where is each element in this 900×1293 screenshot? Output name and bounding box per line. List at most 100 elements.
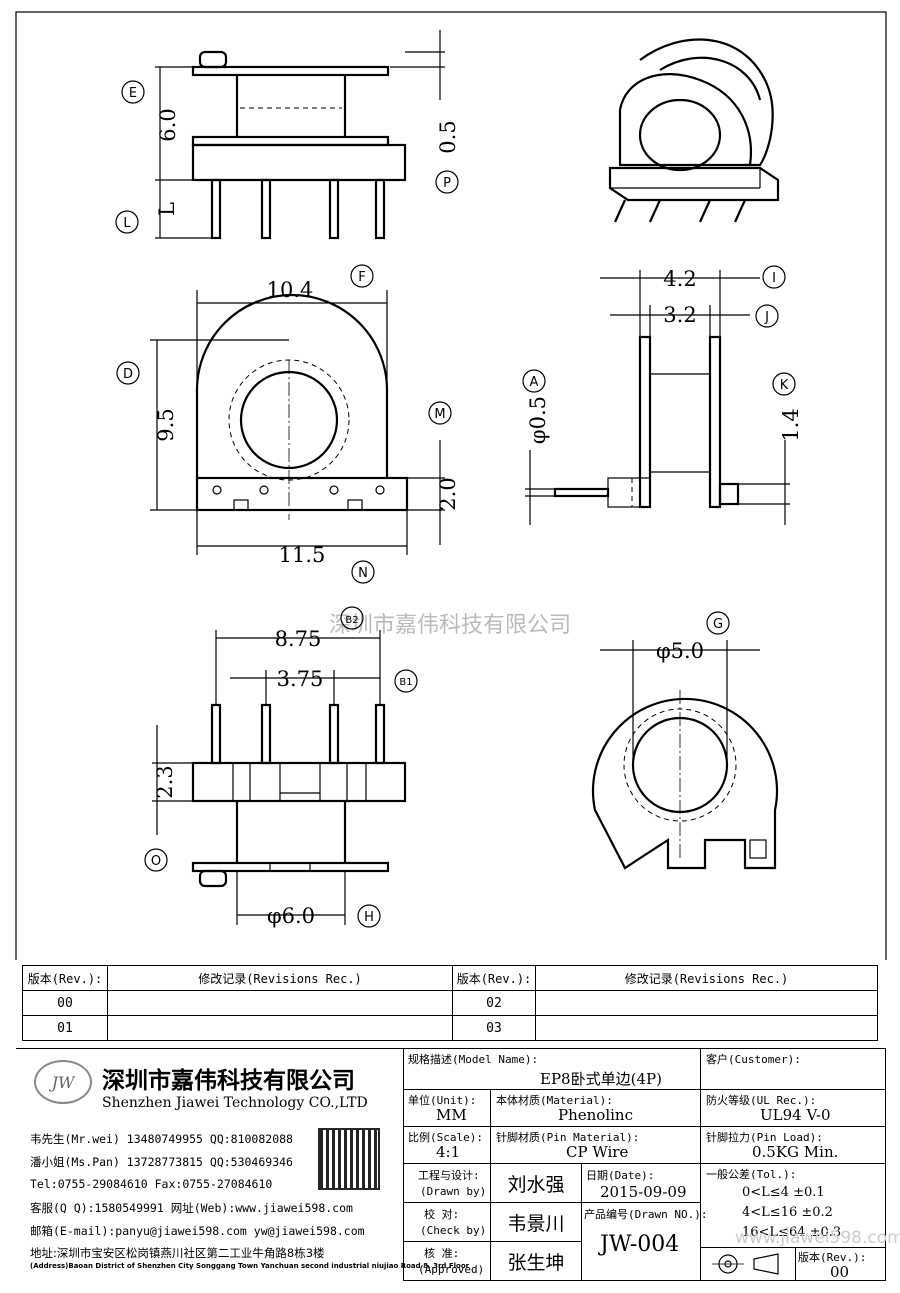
isometric-view — [608, 38, 780, 223]
date-value: 2015-09-09 — [600, 1183, 687, 1201]
model-label: 规格描述(Model Name): — [408, 1053, 539, 1066]
rec-header-left: 修改记录(Revisions Rec.) — [107, 965, 453, 991]
scale-label: 比例(Scale): — [408, 1131, 483, 1144]
drawn-no-label: 产品编号(Drawn NO.): — [584, 1208, 708, 1221]
dim-e: 6.0 — [156, 108, 180, 141]
appr-sub: (Approved) — [418, 1263, 485, 1276]
drawn-label: 工程与设计: — [418, 1169, 480, 1182]
callout-k: K — [772, 372, 796, 396]
pin-mat-label: 针脚材质(Pin Material): — [496, 1131, 640, 1144]
callout-b1: B1 — [394, 669, 418, 693]
dim-g: φ5.0 — [656, 639, 704, 663]
web-watermark: www.jiawei598.com — [735, 1228, 900, 1248]
dim-j: 3.2 — [663, 303, 696, 327]
dim-m: 2.0 — [436, 477, 460, 510]
customer-label: 客户(Customer): — [706, 1053, 801, 1066]
callout-d: D — [116, 361, 140, 385]
section-view — [525, 270, 790, 525]
svg-text:J: J — [764, 310, 769, 325]
rec-cell — [107, 990, 453, 1016]
svg-text:B1: B1 — [399, 677, 412, 688]
svg-text:A: A — [530, 375, 539, 390]
watermark-text: 深圳市嘉伟科技有限公司 — [329, 613, 571, 638]
rev-header-right: 版本(Rev.): — [452, 965, 536, 991]
date-label: 日期(Date): — [586, 1169, 655, 1182]
tolerance-line: 4<L≤16 ±0.2 — [742, 1205, 833, 1220]
callout-e: E — [121, 80, 145, 104]
svg-text:K: K — [780, 378, 789, 393]
dim-l: L — [155, 202, 179, 216]
svg-text:G: G — [713, 617, 723, 632]
rev-cell: 02 — [452, 990, 536, 1016]
dim-p: 0.5 — [436, 120, 460, 153]
callout-b2: B2 — [340, 606, 364, 630]
svg-text:N: N — [358, 566, 368, 581]
callout-o: O — [144, 848, 168, 872]
rev-header-left: 版本(Rev.): — [22, 965, 108, 991]
projection-cell — [700, 1247, 796, 1281]
rev-cell: 00 — [22, 990, 108, 1016]
contact-line: 韦先生(Mr.wei) 13480749955 QQ:810082088 — [30, 1132, 293, 1146]
contact-line: Tel:0755-29084610 Fax:0755-27084610 — [30, 1177, 273, 1191]
contact-line: 邮箱(E-mail):panyu@jiawei598.com yw@jiawei… — [30, 1224, 365, 1238]
address-en: (Address)Baoan District of Shenzhen City… — [30, 1262, 470, 1270]
pin-mat-value: CP Wire — [566, 1143, 629, 1161]
check-sub: (Check by) — [420, 1224, 487, 1237]
dim-i: 4.2 — [663, 267, 696, 291]
pin-load-label: 针脚拉力(Pin Load): — [706, 1131, 823, 1144]
appr-value: 张生坤 — [490, 1241, 582, 1281]
ul-label: 防火等级(UL Rec.): — [706, 1094, 817, 1107]
callout-n: N — [351, 560, 375, 584]
rec-cell — [107, 1015, 453, 1041]
front-view — [150, 290, 445, 555]
drawn-no-value: JW-004 — [600, 1232, 680, 1257]
dim-n: 11.5 — [279, 543, 326, 567]
svg-text:O: O — [151, 854, 161, 869]
callout-l: L — [115, 210, 139, 234]
rev-cell: 03 — [452, 1015, 536, 1041]
projection-symbol-icon — [712, 1253, 779, 1275]
rec-header-right: 修改记录(Revisions Rec.) — [535, 965, 878, 991]
qr-code-icon — [318, 1128, 380, 1190]
pin-load-value: 0.5KG Min. — [752, 1143, 839, 1161]
dim-b1: 3.75 — [277, 667, 324, 691]
check-label: 校 对: — [424, 1208, 460, 1221]
dim-h: φ6.0 — [267, 904, 315, 928]
material-value: Phenolinc — [558, 1106, 633, 1124]
dim-k: 1.4 — [779, 408, 803, 441]
svg-text:P: P — [443, 176, 451, 191]
svg-text:I: I — [772, 271, 776, 286]
svg-text:M: M — [434, 407, 445, 422]
svg-text:H: H — [364, 910, 374, 925]
appr-label: 核 准: — [424, 1247, 460, 1260]
company-name-cn: 深圳市嘉伟科技有限公司 — [102, 1068, 355, 1094]
check-value: 韦景川 — [490, 1202, 582, 1242]
unit-value: MM — [436, 1106, 467, 1124]
rev-value: 00 — [830, 1263, 850, 1281]
address-cn: 地址:深圳市宝安区松岗镇燕川社区第二工业牛角路8栋3楼 — [30, 1246, 325, 1260]
callout-h: H — [357, 904, 381, 928]
drawn-value: 刘水强 — [490, 1163, 582, 1203]
callout-f: F — [350, 264, 374, 288]
rev-cell: 01 — [22, 1015, 108, 1041]
back-view — [591, 640, 779, 870]
unit-label: 单位(Unit): — [408, 1094, 477, 1107]
top-view — [152, 630, 407, 925]
rev-label: 版本(Rev.): — [798, 1251, 867, 1264]
rev-cell-block — [795, 1247, 886, 1281]
model-value: EP8卧式单边(4P) — [540, 1070, 662, 1088]
svg-text:E: E — [129, 86, 137, 101]
material-label: 本体材质(Material): — [496, 1094, 613, 1107]
callout-a: A — [522, 369, 546, 393]
company-name-en: Shenzhen Jiawei Technology CO.,LTD — [102, 1095, 368, 1111]
company-logo: JW — [34, 1060, 92, 1104]
drawn-sub: (Drawn by) — [420, 1185, 487, 1198]
tolerance-label: 一般公差(Tol.): — [706, 1168, 797, 1181]
contact-line: 潘小姐(Ms.Pan) 13728773815 QQ:530469346 — [30, 1155, 293, 1169]
dim-f: 10.4 — [267, 278, 314, 302]
callout-i: I — [762, 265, 786, 289]
callout-p: P — [435, 170, 459, 194]
dim-d: 9.5 — [154, 408, 178, 441]
tolerance-line: 0<L≤4 ±0.1 — [742, 1185, 825, 1200]
